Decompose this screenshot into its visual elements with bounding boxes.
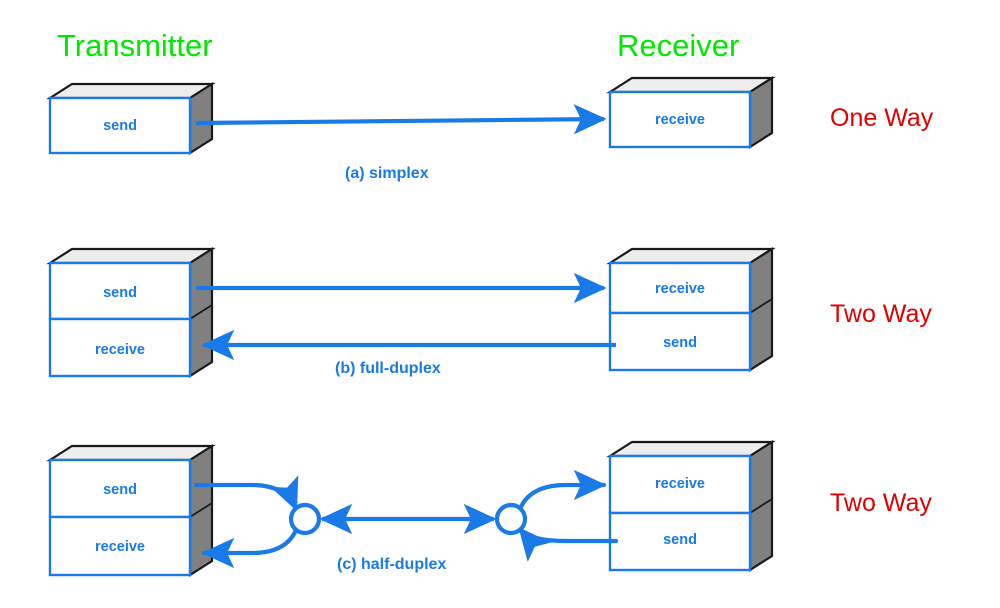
arrow-send-to-receive xyxy=(195,104,607,135)
arrow-right-node-to-rx-receive xyxy=(517,469,607,512)
column-header-receiver: Receiver xyxy=(617,28,740,63)
junction-node-right xyxy=(494,502,528,536)
cell-label-rx-fullduplex-receive: receive xyxy=(655,281,705,297)
caption-simplex: (a) simplex xyxy=(345,165,429,182)
cell-label-tx-halfduplex-receive: receive xyxy=(95,539,145,555)
arrow-rx-send-to-right-node xyxy=(517,526,619,562)
receiver-box-half-duplex xyxy=(606,439,776,573)
cell-label-rx-fullduplex-send: send xyxy=(663,335,697,351)
caption-full-duplex: (b) full-duplex xyxy=(335,360,441,377)
cell-label-tx-simplex-send: send xyxy=(103,118,137,134)
row-simplex xyxy=(46,75,776,156)
cell-label-rx-halfduplex-send: send xyxy=(663,532,697,548)
cell-label-rx-halfduplex-receive: receive xyxy=(655,476,705,492)
junction-node-left xyxy=(288,502,322,536)
arrow-left-node-to-tx-receive xyxy=(201,527,299,569)
receiver-box-full-duplex xyxy=(606,246,776,373)
cell-label-rx-simplex-receive: receive xyxy=(655,112,705,128)
cell-label-tx-halfduplex-send: send xyxy=(103,482,137,498)
transmitter-box-half-duplex xyxy=(46,443,216,578)
column-header-transmitter: Transmitter xyxy=(57,28,213,63)
row-half-duplex xyxy=(46,439,776,578)
cell-label-tx-fullduplex-receive: receive xyxy=(95,342,145,358)
cell-label-tx-fullduplex-send: send xyxy=(103,285,137,301)
receiver-box-simplex xyxy=(606,75,776,150)
way-label-simplex: One Way xyxy=(830,104,934,132)
caption-half-duplex: (c) half-duplex xyxy=(337,556,447,573)
way-label-full-duplex: Two Way xyxy=(830,300,932,328)
row-full-duplex xyxy=(46,246,776,379)
way-label-half-duplex: Two Way xyxy=(830,489,932,517)
arrow-tx-send-to-left-node xyxy=(193,475,299,512)
transmitter-box-simplex xyxy=(46,81,216,156)
